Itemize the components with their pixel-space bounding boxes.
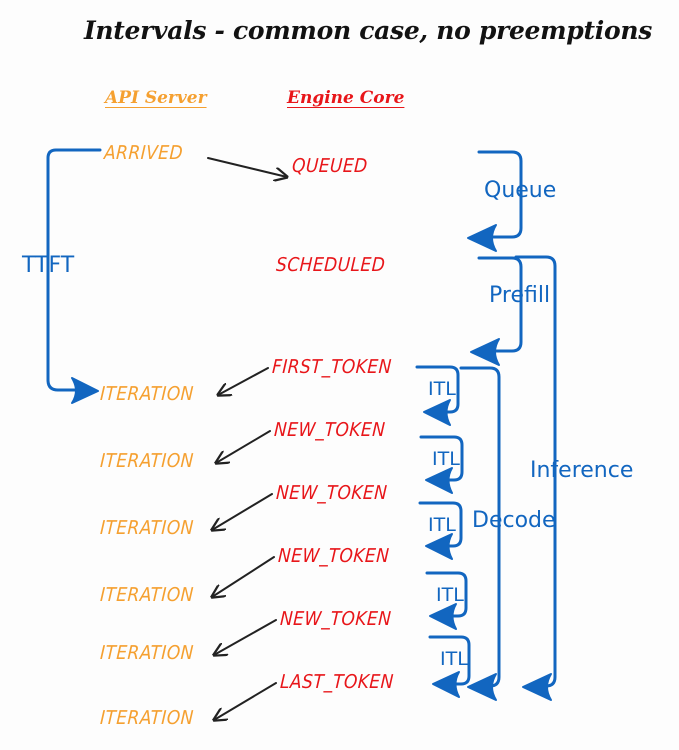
arrow-arrived-to-queued — [207, 157, 287, 177]
queue-bracket — [477, 150, 523, 239]
interval-label-itl-2: ITL — [432, 448, 460, 470]
interval-label-itl-5: ITL — [440, 648, 468, 670]
inference-arrowhead — [522, 673, 552, 701]
decode-bracket — [459, 366, 501, 688]
arrow-last-token-to-iteration-6 — [214, 682, 277, 720]
queue-arrowhead — [467, 224, 497, 252]
itl-bracket-1 — [415, 365, 460, 414]
itl-arrowhead-4 — [429, 603, 457, 630]
interval-label-itl-4: ITL — [436, 584, 464, 606]
interval-label-itl-3: ITL — [428, 514, 456, 536]
ttft-bracket — [46, 148, 102, 392]
itl-bracket-2 — [419, 435, 464, 482]
inference-bracket — [514, 255, 557, 688]
page-title: Intervals - common case, no preemptions — [84, 16, 652, 45]
interval-label-itl-1: ITL — [428, 378, 456, 400]
arrow-new-token-1-to-iteration-2 — [216, 430, 271, 463]
prefill-bracket — [477, 256, 523, 353]
itl-bracket-3 — [418, 501, 463, 548]
itl-arrowhead-3 — [425, 533, 453, 560]
itl-arrowhead-1 — [423, 399, 451, 426]
decode-arrowhead — [467, 673, 497, 701]
arrow-new-token-4-to-iteration-5 — [214, 619, 277, 655]
arrow-first-token-to-iteration-1 — [218, 367, 269, 395]
column-header-engine-core: Engine Core — [287, 88, 405, 108]
itl-bracket-4 — [425, 571, 468, 618]
prefill-arrowhead — [470, 338, 500, 366]
itl-bracket-5 — [428, 635, 471, 686]
arrow-new-token-3-to-iteration-4 — [212, 556, 275, 597]
interval-label-decode: Decode — [472, 508, 556, 533]
arrow-new-token-2-to-iteration-3 — [212, 493, 273, 530]
itl-arrowhead-5 — [432, 671, 460, 698]
ttft-arrowhead — [71, 377, 99, 404]
itl-arrowhead-2 — [425, 467, 453, 494]
column-header-api-server: API Server — [105, 88, 207, 108]
